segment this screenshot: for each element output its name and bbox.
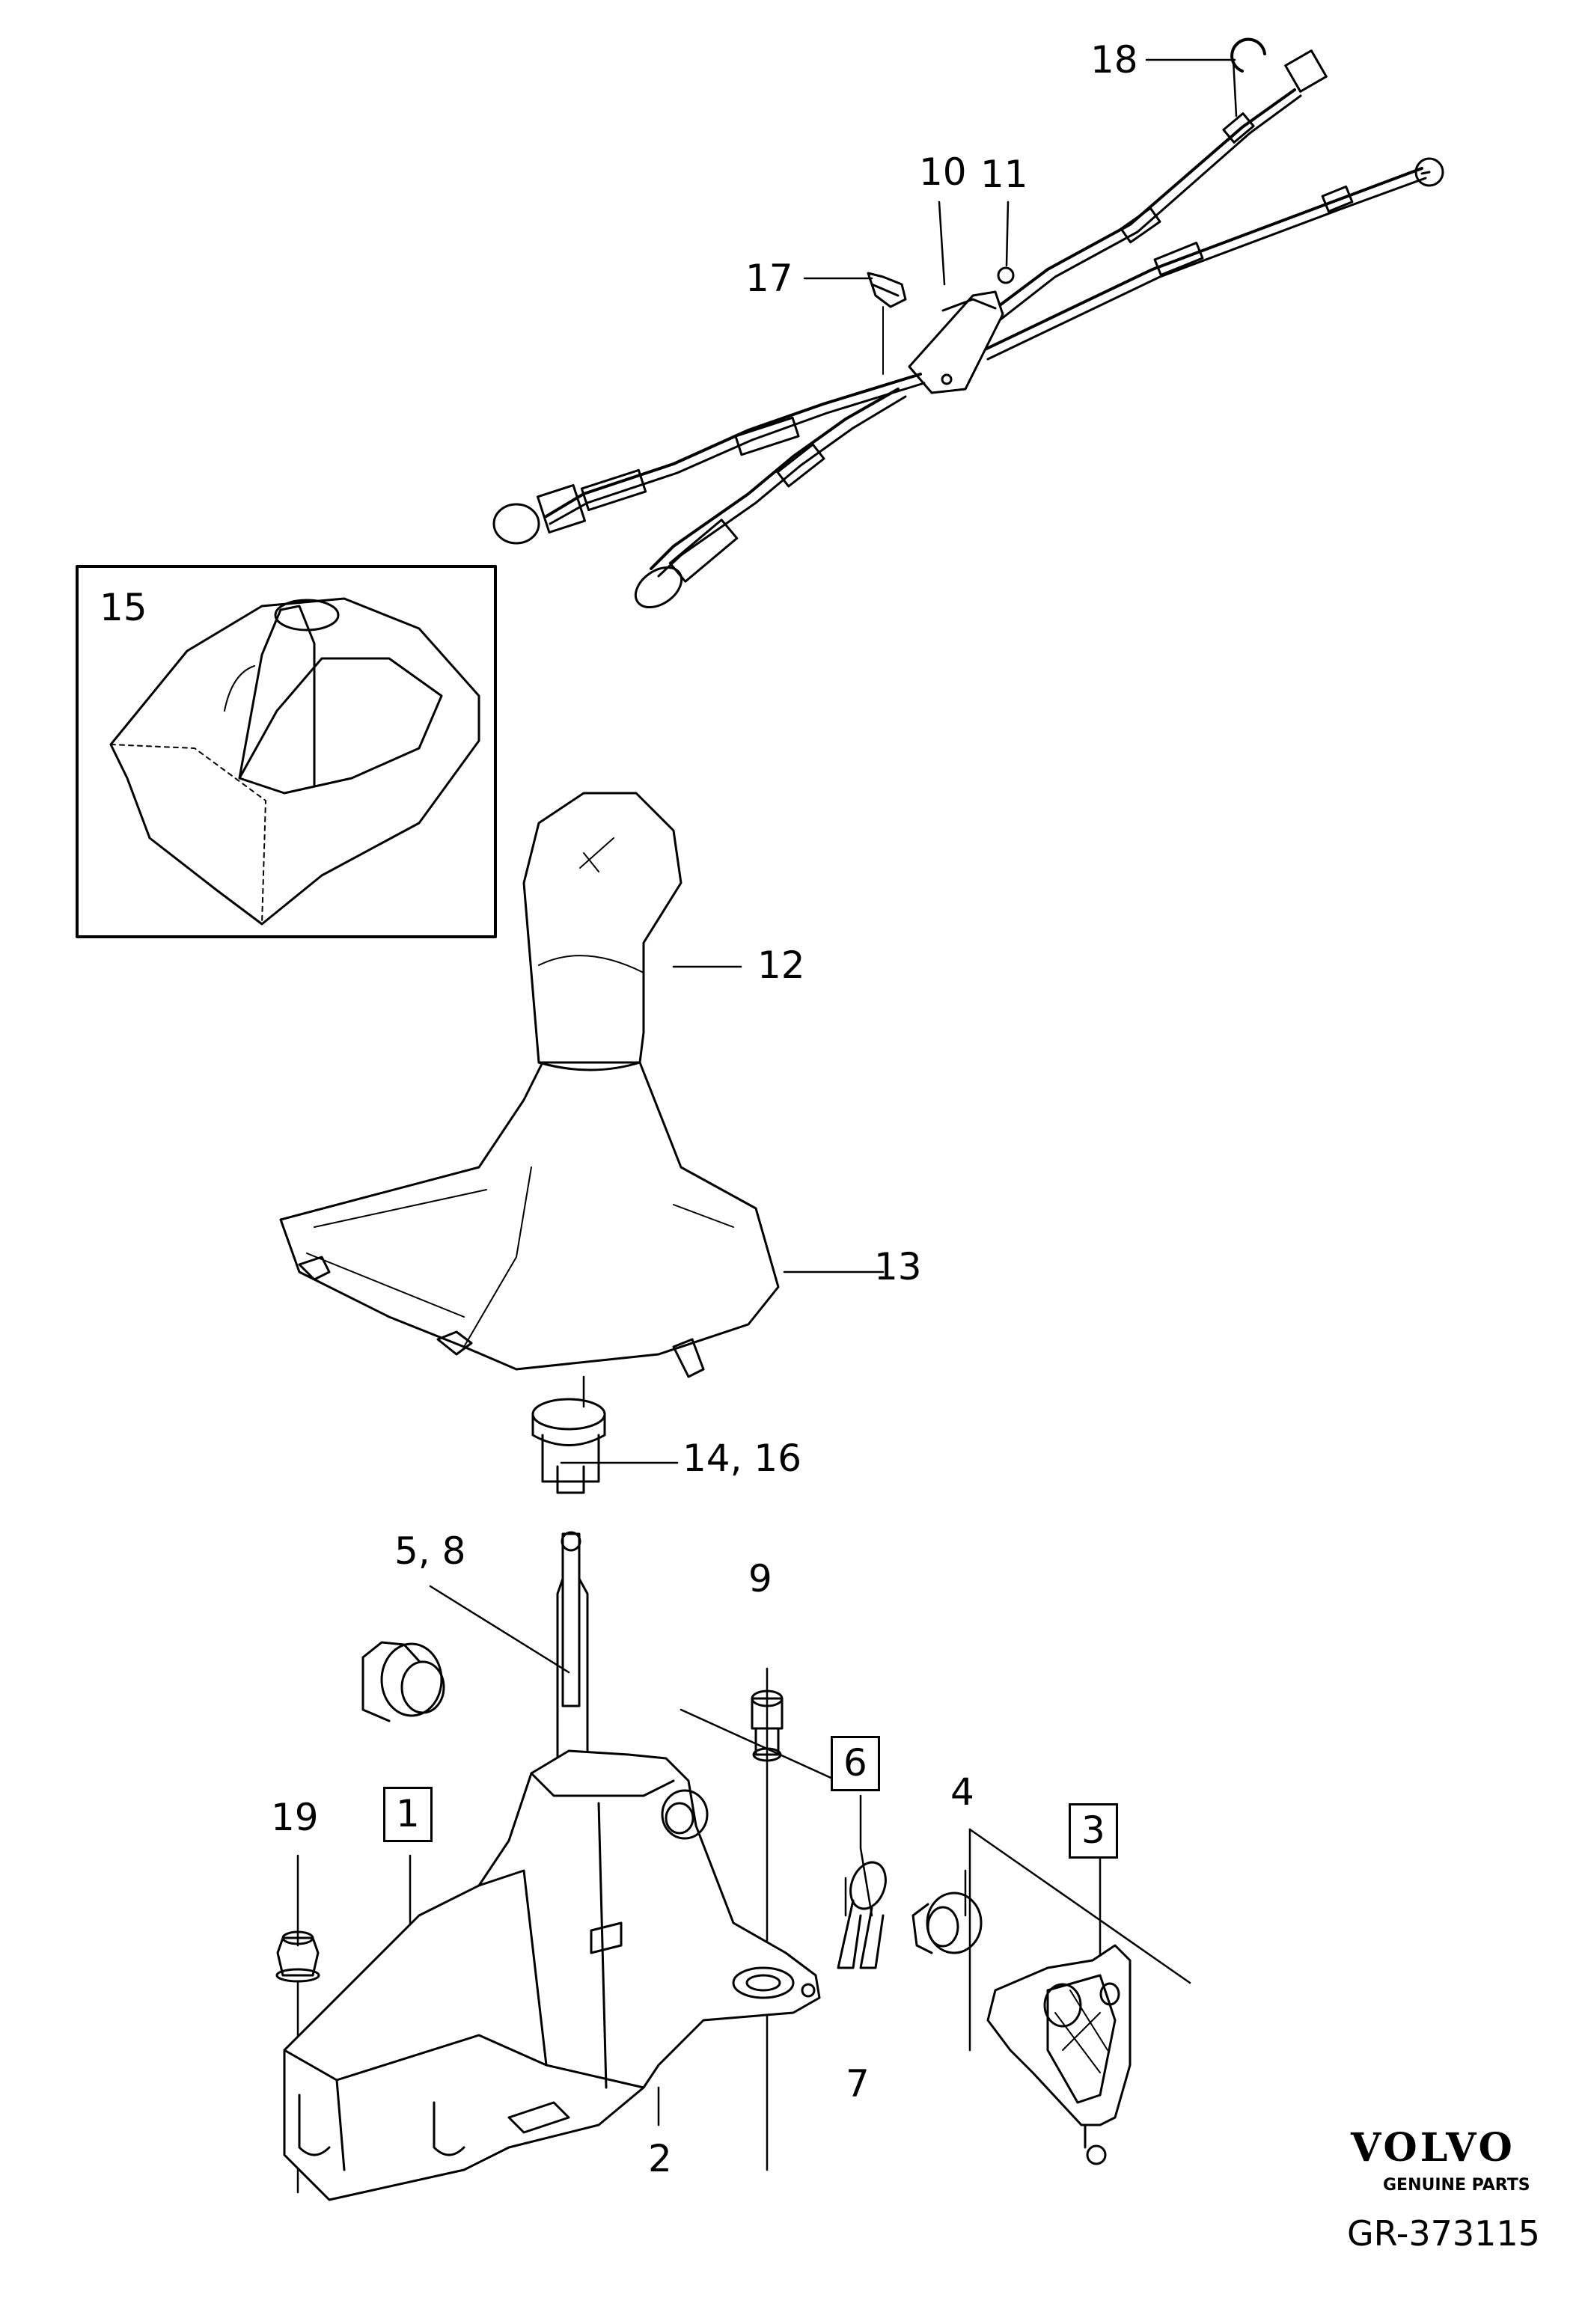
callout-11: 11 <box>980 153 1028 196</box>
callout-6: 6 <box>831 1736 880 1791</box>
grommet <box>361 1641 445 1722</box>
callout-7: 7 <box>846 2062 870 2106</box>
callout-19: 19 <box>271 1796 319 1839</box>
boot-insert-panel <box>76 565 497 938</box>
callout-10: 10 <box>919 150 967 194</box>
callout-3: 3 <box>1069 1803 1118 1859</box>
lever-bushing <box>531 1398 606 1494</box>
brand-tagline: GENUINE PARTS <box>1383 2176 1530 2195</box>
shift-lever-shaft <box>556 1531 589 1775</box>
gear-knob <box>522 792 682 1071</box>
pivot-pin <box>911 1892 983 1954</box>
shift-cables <box>492 37 1444 609</box>
callout-2: 2 <box>648 2137 672 2180</box>
callout-18: 18 <box>1090 38 1138 82</box>
callout-5-8: 5, 8 <box>394 1529 466 1573</box>
callout-17: 17 <box>745 257 793 300</box>
selector-bracket <box>986 1944 1132 2165</box>
brand-logo: VOLVO <box>1351 2125 1515 2171</box>
callout-14-16: 14, 16 <box>682 1437 802 1480</box>
diagram-code: GR-373115 <box>1347 2213 1540 2254</box>
callout-13: 13 <box>874 1245 922 1288</box>
callout-1: 1 <box>383 1787 433 1842</box>
callout-9: 9 <box>748 1557 772 1600</box>
callout-15: 15 <box>100 586 147 629</box>
callout-4: 4 <box>950 1770 974 1814</box>
gear-lever-boot <box>279 1061 780 1378</box>
callout-12: 12 <box>757 944 805 987</box>
retaining-clip <box>837 1861 887 1969</box>
leader-lines <box>296 58 1238 2194</box>
bolt <box>751 1690 784 1762</box>
shifter-housing <box>283 1749 821 2201</box>
flange-nut <box>275 1930 320 1983</box>
